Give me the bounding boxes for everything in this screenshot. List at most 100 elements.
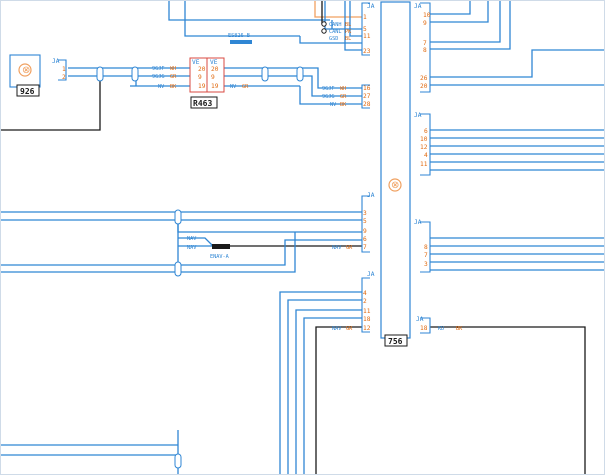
pin-r3-1: 8 <box>424 244 428 251</box>
oval-6 <box>174 261 182 277</box>
r463-pin-r1: 20 <box>211 66 219 73</box>
label-bk: BK <box>170 84 177 90</box>
component-r463-ref-box <box>190 96 218 109</box>
wire-top-7 <box>349 0 362 37</box>
oval-3 <box>261 66 269 82</box>
component-926[interactable]: ⊗ 926 JA 1 2 <box>9 54 67 97</box>
brand-icon-glyph: ⊗ <box>22 65 30 76</box>
pin-r1-3: 7 <box>423 40 427 47</box>
label-gr: GR <box>170 74 177 80</box>
jacket-l3: JA <box>367 271 375 278</box>
pin-l3-3: 11 <box>363 308 371 315</box>
pin-r2-4: 4 <box>424 152 428 159</box>
splice-es826-b <box>230 40 252 44</box>
oval-7 <box>174 453 182 469</box>
pin-l2-4: 6 <box>363 236 367 243</box>
component-926-ref-box <box>16 84 40 97</box>
component-r463[interactable]: VE VE 20 9 19 20 9 19 R463 <box>189 57 225 109</box>
pin-r4-1: 18 <box>420 325 428 332</box>
wire-rt-2 <box>430 0 489 23</box>
pin-l2-1: 3 <box>363 210 367 217</box>
splice-enav-a-label: ENAV-A <box>210 254 230 260</box>
label-bottom-kd: KD <box>438 326 444 332</box>
brand-icon-glyph-756: ⊗ <box>391 180 399 191</box>
label-28-bk: BK <box>340 102 347 108</box>
label-bottom-gr: GR <box>346 326 353 332</box>
wire-top-6 <box>344 0 362 51</box>
pin-l2-3: 9 <box>363 228 367 235</box>
pin-r1-2: 9 <box>423 20 427 27</box>
wire-926-black <box>0 76 101 131</box>
label-28-nv: NV <box>330 102 336 108</box>
pin-r1-4: 8 <box>423 47 427 54</box>
housing-l3 <box>361 277 370 333</box>
component-r463-housing-left: VE <box>192 59 200 66</box>
label-27-gr: GR <box>340 94 347 100</box>
wire-top-2 <box>184 0 300 37</box>
pin-l3-2: 2 <box>363 298 367 305</box>
oval-1 <box>96 66 104 82</box>
pin-l3-5: 12 <box>363 325 371 332</box>
label-canh-bl: BL <box>345 22 351 28</box>
housing-l1b <box>361 84 370 109</box>
pin-l2-5: 7 <box>363 244 367 251</box>
pin-r1-6: 20 <box>420 83 428 90</box>
pin-l2-2: 5 <box>363 218 367 225</box>
pin-r2-1: 6 <box>424 128 428 135</box>
label-canl: CANL <box>329 29 342 35</box>
label-16-wh: WH <box>340 86 346 92</box>
pin-r1-5: 26 <box>420 75 428 82</box>
splice-es826-b-label: ES826-B <box>228 33 250 39</box>
component-756-ref-box <box>384 334 408 347</box>
pin-l1b-2: 27 <box>363 93 371 100</box>
wire-g3-4 <box>303 317 362 475</box>
label-gsd-bl: BL <box>345 36 351 42</box>
pin-l1b-1: 16 <box>363 85 371 92</box>
wire-g3-2 <box>287 299 362 475</box>
wire-rt-3 <box>430 0 501 43</box>
label-gsd: GSD <box>329 36 338 42</box>
wire-top-3 <box>299 36 362 44</box>
wire-g2-5 <box>0 232 296 273</box>
component-756[interactable]: ⊗ 756 JA 1 5 11 23 16 27 28 JA 3 5 9 6 7… <box>361 1 431 347</box>
wire-g2-4 <box>0 239 362 266</box>
pin-l1-1: 1 <box>363 14 367 21</box>
jacket-l1: JA <box>367 3 375 10</box>
pin-l3-1: 4 <box>363 290 367 297</box>
component-926-housing <box>58 59 67 81</box>
housing-r1 <box>420 2 431 93</box>
housing-l1 <box>361 2 370 56</box>
label-nav-gr: GR <box>346 245 353 251</box>
splice-enav-a <box>212 244 230 249</box>
r463-pin-l3: 19 <box>198 83 206 90</box>
oval-5 <box>174 209 182 225</box>
label-27-9gjg: 9GJG <box>322 94 335 100</box>
r463-pin-r3: 19 <box>211 83 219 90</box>
wire-rt-1 <box>430 0 471 15</box>
component-926-brand-icon <box>18 63 32 77</box>
wire-top-1 <box>168 0 330 21</box>
component-756-ref: 756 <box>388 337 403 346</box>
pin-l1b-3: 28 <box>363 101 371 108</box>
label-nav-3: NAV <box>332 245 341 251</box>
label-9gjg: 9GJG <box>152 74 165 80</box>
pin-r1-1: 10 <box>423 12 431 19</box>
label-bottom-bk: BK <box>456 326 463 332</box>
wire-g3-1 <box>279 291 362 475</box>
r463-pin-r2: 9 <box>211 74 215 81</box>
component-926-pin-2: 2 <box>62 74 66 81</box>
housing-l2 <box>361 195 370 253</box>
jacket-l2: JA <box>367 192 375 199</box>
label-canl-pk: PK <box>345 29 352 35</box>
housing-r4 <box>420 317 431 334</box>
pin-r2-2: 10 <box>420 136 428 143</box>
wire-rt-5 <box>430 49 605 78</box>
splice-dot-1 <box>321 21 327 27</box>
wire-g3-3 <box>295 309 362 475</box>
jacket-r1: JA <box>414 3 422 10</box>
component-756-brand-icon <box>388 178 402 192</box>
component-926-box <box>9 54 41 88</box>
jacket-r4: JA <box>416 316 424 323</box>
component-756-body <box>380 1 411 339</box>
wire-kd-black <box>430 326 586 475</box>
